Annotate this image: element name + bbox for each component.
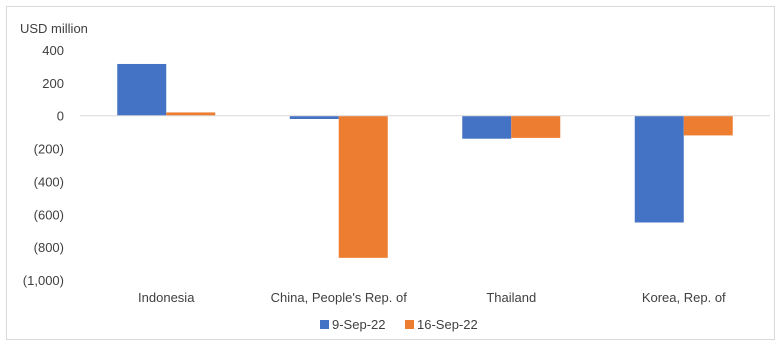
bars (117, 63, 733, 258)
category-label: Thailand (486, 290, 536, 305)
bar-series2-0 (166, 112, 216, 116)
bar-series2-3 (683, 115, 733, 136)
y-tick-label: (1,000) (23, 273, 64, 288)
y-tick-label: 0 (57, 109, 64, 124)
category-labels: Indonesia China, People's Rep. of Thailand… (138, 290, 726, 305)
y-tick-label: 200 (42, 76, 64, 91)
y-tick-label: 400 (42, 43, 64, 58)
y-tick-label: (600) (34, 207, 64, 222)
bar-series1-3 (634, 115, 684, 223)
legend-label: 9-Sep-22 (332, 317, 385, 332)
y-axis-unit-label: USD million (20, 21, 88, 36)
category-label: China, People's Rep. of (271, 290, 408, 305)
y-tick-label: (400) (34, 174, 64, 189)
bar-series1-0 (117, 63, 167, 116)
legend-swatch (320, 320, 329, 329)
y-tick-label: (200) (34, 142, 64, 157)
legend: 9-Sep-22 16-Sep-22 (320, 317, 478, 332)
bar-series1-1 (289, 115, 339, 119)
category-label: Korea, Rep. of (642, 290, 726, 305)
legend-swatch (405, 320, 414, 329)
bar-series2-2 (511, 115, 561, 138)
category-label: Indonesia (138, 290, 195, 305)
y-tick-label: (800) (34, 240, 64, 255)
legend-label: 16-Sep-22 (417, 317, 478, 332)
y-axis-ticks: 400 200 0 (200) (400) (600) (800) (1,000) (23, 43, 64, 288)
bar-series2-1 (338, 115, 388, 258)
bar-series1-2 (462, 115, 512, 139)
